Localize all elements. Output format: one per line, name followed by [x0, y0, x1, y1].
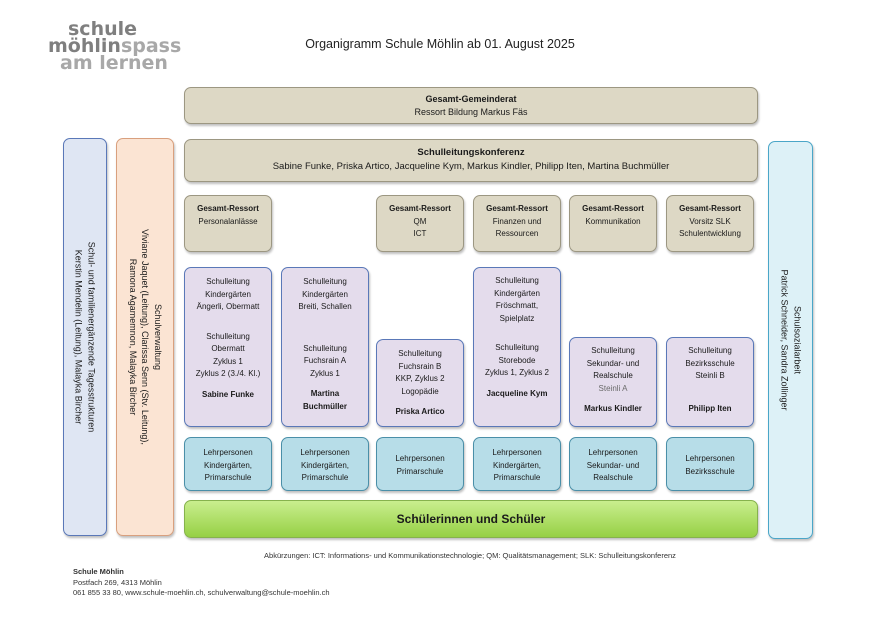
lehrpersonen-5: Lehrpersonen Sekundar- und Realschule	[569, 437, 657, 491]
name-artico: Priska Artico	[395, 407, 445, 416]
schueler-box: Schülerinnen und Schüler	[184, 500, 758, 538]
ressort-kommunikation: Gesamt-Ressort Kommunikation	[569, 195, 657, 252]
lehrpersonen-2: Lehrpersonen Kindergärten, Primarschule	[281, 437, 369, 491]
name-funke: Sabine Funke	[201, 389, 254, 399]
name-kindler: Markus Kindler	[584, 404, 642, 413]
schulsozialarbeit-box: Schulsozialarbeit Patrick Schneider, San…	[768, 141, 813, 539]
schulverwaltung-box: Schulverwaltung Viviane Jaquet (Leitung)…	[116, 138, 174, 536]
konferenz-box: Schulleitungskonferenz Sabine Funke, Pri…	[184, 139, 758, 182]
gemeinderat-box: Gesamt-Gemeinderat Ressort Bildung Marku…	[184, 87, 758, 124]
name-kym: Jacqueline Kym	[486, 388, 548, 398]
leitung-artico: Schulleitung Fuchsrain B KKP, Zyklus 2 L…	[376, 339, 464, 427]
name-buchmueller-1: Martina	[310, 389, 340, 398]
schulsozialarbeit-text: Schulsozialarbeit Patrick Schneider, San…	[779, 269, 803, 411]
lehrpersonen-1: Lehrpersonen Kindergärten, Primarschule	[184, 437, 272, 491]
ressort-personal: Gesamt-Ressort Personalanlässe	[184, 195, 272, 252]
lehrpersonen-4: Lehrpersonen Kindergärten, Primarschule	[473, 437, 561, 491]
lehrpersonen-6: Lehrpersonen Bezirksschule	[666, 437, 754, 491]
leitung-iten: Schulleitung Bezirksschule Steinli B Phi…	[666, 337, 754, 427]
logo-line-3: am lernen	[60, 52, 168, 74]
logo-line-2: möhlinspass	[48, 35, 182, 57]
name-buchmueller-2: Buchmüller	[302, 401, 347, 411]
name-iten: Philipp Iten	[688, 403, 732, 413]
logo-line-1: schule	[68, 18, 138, 40]
lehrpersonen-3: Lehrpersonen Primarschule	[376, 437, 464, 491]
leitung-buchmueller: Schulleitung Kindergärten Breiti, Schall…	[281, 267, 369, 427]
tagesstrukturen-box: Schul- und familienergänzende Tagesstruk…	[63, 138, 107, 536]
schulverwaltung-text: Schulverwaltung Viviane Jaquet (Leitung)…	[127, 229, 163, 445]
abbreviations: Abkürzungen: ICT: Informations- und Komm…	[264, 551, 676, 560]
leitung-funke: Schulleitung Kindergärten Ängerli, Oberm…	[184, 267, 272, 427]
leitung-kindler: Schulleitung Sekundar- und Realschule St…	[569, 337, 657, 427]
ressort-finanzen: Gesamt-Ressort Finanzen und Ressourcen	[473, 195, 561, 252]
ressort-qm-ict: Gesamt-Ressort QM ICT	[376, 195, 464, 252]
ressort-vorsitz: Gesamt-Ressort Vorsitz SLK Schulentwickl…	[666, 195, 754, 252]
leitung-kym: Schulleitung Kindergärten Fröschmatt, Sp…	[473, 267, 561, 427]
tagesstrukturen-text: Schul- und familienergänzende Tagesstruk…	[74, 241, 97, 433]
footer: Schule Möhlin Postfach 269, 4313 Möhlin …	[73, 567, 330, 597]
page-title: Organigramm Schule Möhlin ab 01. August …	[305, 37, 575, 51]
